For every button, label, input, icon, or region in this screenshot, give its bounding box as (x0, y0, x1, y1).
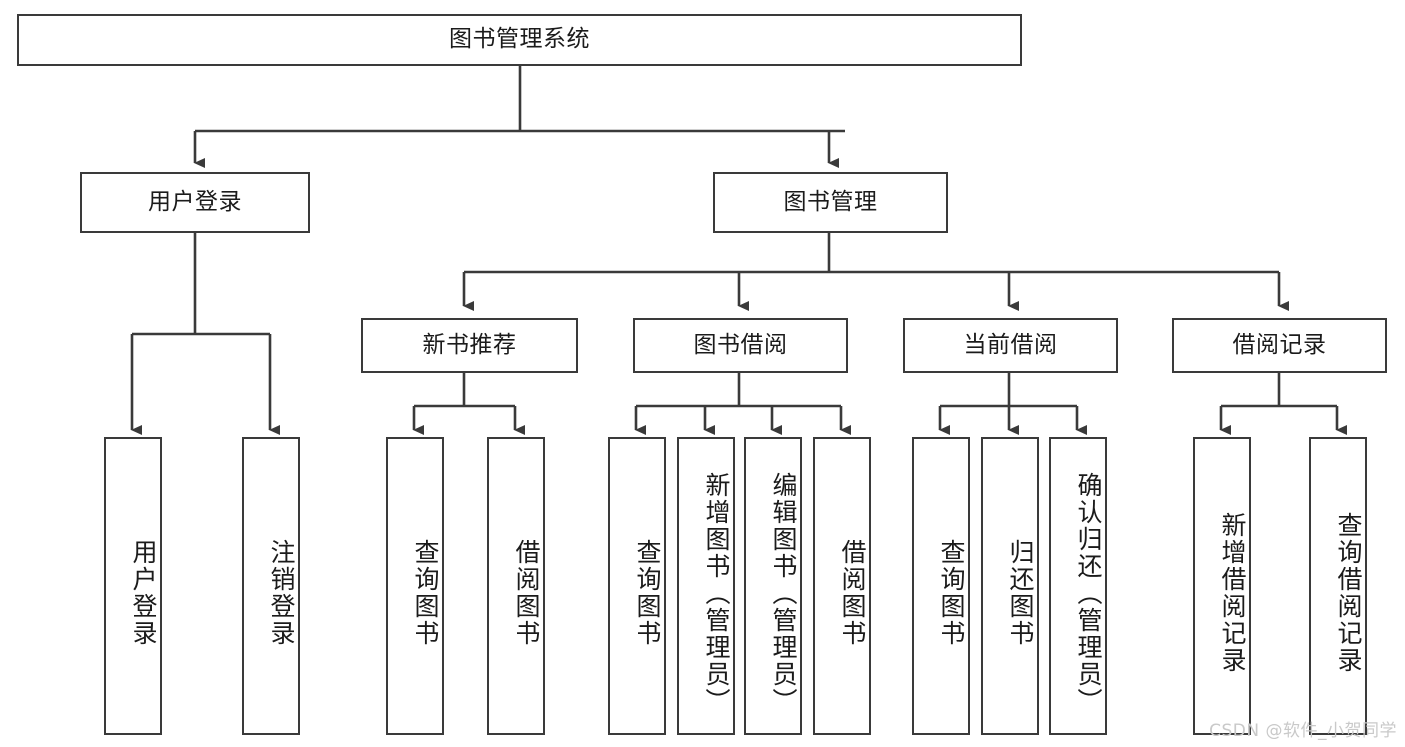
node-new-book-recommend-label: 新书推荐 (422, 331, 517, 358)
node-book-manage[interactable]: 图书管理 (713, 172, 948, 233)
leaf-borrow-book-new-label: 借阅图书 (512, 539, 541, 647)
leaf-query-book-current-label: 查询图书 (937, 539, 966, 647)
leaf-borrow-book-borrow[interactable]: 借阅图书 (813, 437, 871, 735)
leaf-add-book-admin[interactable]: 新增图书（管理员） (677, 437, 735, 735)
leaf-query-book-borrow[interactable]: 查询图书 (608, 437, 666, 735)
node-new-book-recommend[interactable]: 新书推荐 (361, 318, 578, 373)
leaf-return-book-label: 归还图书 (1006, 539, 1035, 647)
node-user-login[interactable]: 用户登录 (80, 172, 310, 233)
leaf-query-book-new[interactable]: 查询图书 (386, 437, 444, 735)
node-book-borrow[interactable]: 图书借阅 (633, 318, 848, 373)
node-book-borrow-label: 图书借阅 (693, 331, 788, 358)
leaf-edit-book-admin-label: 编辑图书（管理员） (769, 471, 798, 715)
leaf-confirm-return-admin[interactable]: 确认归还（管理员） (1049, 437, 1107, 735)
leaf-add-book-admin-label: 新增图书（管理员） (702, 471, 731, 715)
csdn-watermark: CSDN @软件_小贺同学 (1209, 721, 1397, 741)
leaf-user-login[interactable]: 用户登录 (104, 437, 162, 735)
node-current-borrow-label: 当前借阅 (963, 331, 1058, 358)
leaf-borrow-book-new[interactable]: 借阅图书 (487, 437, 545, 735)
node-current-borrow[interactable]: 当前借阅 (903, 318, 1118, 373)
leaf-edit-book-admin[interactable]: 编辑图书（管理员） (744, 437, 802, 735)
node-user-login-label: 用户登录 (148, 188, 242, 215)
leaf-add-borrow-record[interactable]: 新增借阅记录 (1193, 437, 1251, 735)
leaf-user-login-label: 用户登录 (129, 539, 158, 647)
node-borrow-record[interactable]: 借阅记录 (1172, 318, 1387, 373)
node-borrow-record-label: 借阅记录 (1232, 331, 1327, 358)
leaf-confirm-return-admin-label: 确认归还（管理员） (1074, 471, 1103, 715)
leaf-query-book-new-label: 查询图书 (411, 539, 440, 647)
leaf-borrow-book-borrow-label: 借阅图书 (838, 539, 867, 647)
node-root[interactable]: 图书管理系统 (17, 14, 1022, 66)
node-root-label: 图书管理系统 (449, 26, 590, 53)
leaf-logout-login[interactable]: 注销登录 (242, 437, 300, 735)
leaf-add-borrow-record-label: 新增借阅记录 (1218, 512, 1247, 674)
leaf-query-book-current[interactable]: 查询图书 (912, 437, 970, 735)
leaf-logout-login-label: 注销登录 (267, 539, 296, 647)
leaf-query-book-borrow-label: 查询图书 (633, 539, 662, 647)
leaf-return-book[interactable]: 归还图书 (981, 437, 1039, 735)
node-book-manage-label: 图书管理 (783, 188, 878, 215)
leaf-query-borrow-record-label: 查询借阅记录 (1334, 512, 1363, 674)
leaf-query-borrow-record[interactable]: 查询借阅记录 (1309, 437, 1367, 735)
